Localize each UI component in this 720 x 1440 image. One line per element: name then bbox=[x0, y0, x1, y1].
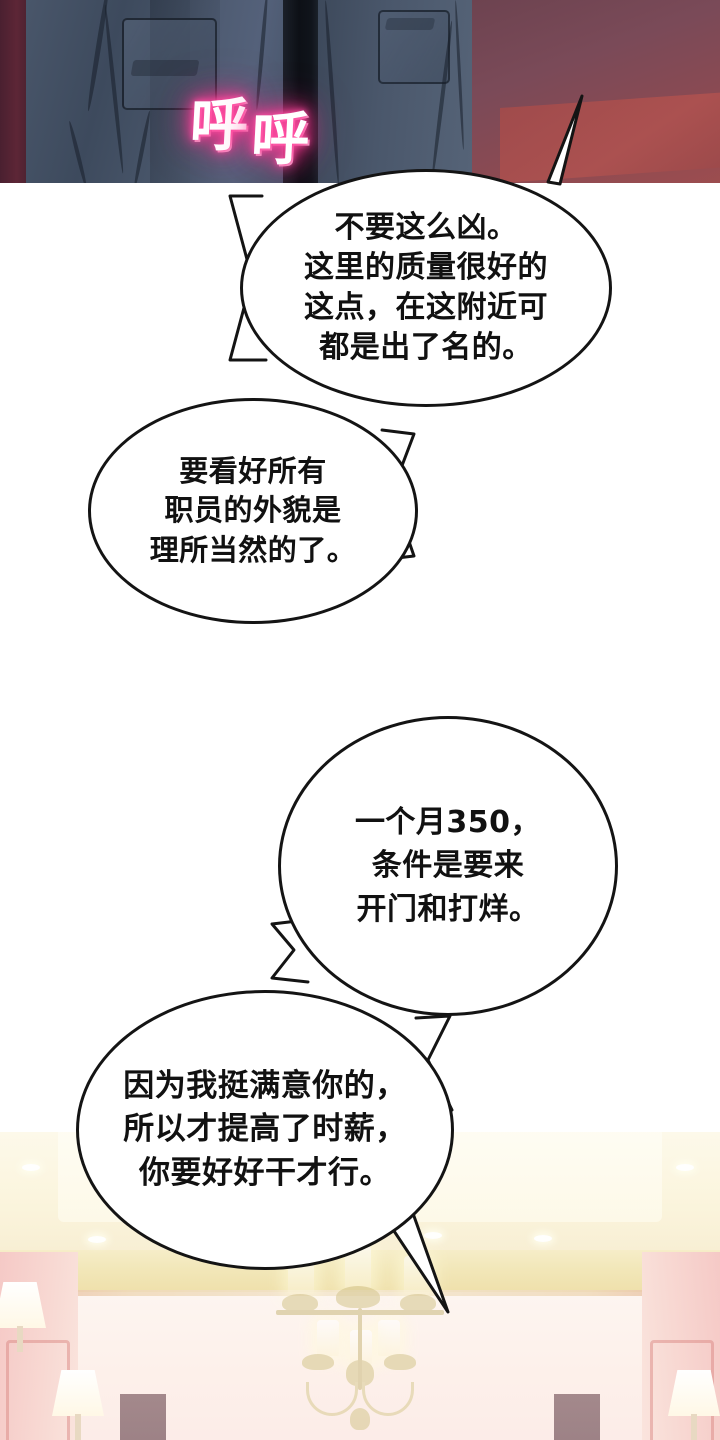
ceiling-downlight bbox=[534, 1235, 552, 1242]
speech-bubble-3-text: 一个月350， 条件是要来 开门和打烊。 bbox=[354, 805, 542, 927]
chandelier-ornament bbox=[282, 1294, 318, 1312]
jacket-pocket-right bbox=[378, 10, 450, 84]
ceiling-downlight bbox=[676, 1164, 694, 1171]
chandelier-ornament bbox=[384, 1354, 416, 1370]
speech-bubble-3[interactable]: 一个月350， 条件是要来 开门和打烊。 bbox=[278, 716, 618, 1016]
speech-bubble-1-text: 不要这么凶。 这里的质量很好的 这点，在这附近可 都是出了名的。 bbox=[304, 210, 548, 365]
speech-bubble-1[interactable]: 不要这么凶。 这里的质量很好的 这点，在这附近可 都是出了名的。 bbox=[240, 169, 612, 407]
wall-left-edge bbox=[0, 0, 28, 183]
chandelier-finial bbox=[350, 1408, 370, 1430]
jacket-pocket-left bbox=[122, 18, 217, 110]
lamp-stem bbox=[75, 1414, 81, 1440]
lamp-shade bbox=[52, 1370, 104, 1416]
dark-wall-panel-left bbox=[120, 1394, 166, 1440]
suit-opening-shadow bbox=[283, 0, 323, 183]
sound-effect-text: 呼呼 bbox=[188, 91, 315, 173]
chandelier-ornament bbox=[302, 1354, 334, 1370]
speech-bubble-4[interactable]: 因为我挺满意你的， 所以才提高了时薪， 你要好好干才行。 bbox=[76, 990, 454, 1270]
speech-bubble-2[interactable]: 要看好所有 职员的外貌是 理所当然的了。 bbox=[88, 398, 418, 624]
lamp-stem bbox=[691, 1414, 697, 1440]
sfx-char-2: 呼 bbox=[249, 105, 316, 173]
dark-wall-panel-right bbox=[554, 1394, 600, 1440]
chandelier-candle bbox=[317, 1320, 339, 1356]
ceiling-downlight bbox=[88, 1236, 106, 1243]
sfx-char-1: 呼 bbox=[188, 91, 254, 159]
chandelier-swoop bbox=[362, 1382, 414, 1416]
speech-bubble-2-text: 要看好所有 职员的外貌是 理所当然的了。 bbox=[149, 453, 357, 567]
lamp-stem bbox=[17, 1326, 23, 1352]
panel-top: 呼呼 bbox=[0, 0, 720, 183]
lamp-shade bbox=[668, 1370, 720, 1416]
chandelier-arm bbox=[358, 1308, 362, 1390]
chandelier-candle bbox=[378, 1320, 400, 1356]
chandelier-swoop bbox=[306, 1382, 358, 1416]
chandelier-candle bbox=[404, 1256, 430, 1294]
speech-bubble-4-text: 因为我挺满意你的， 所以才提高了时薪， 你要好好干才行。 bbox=[123, 1067, 407, 1191]
burgundy-wall-lower bbox=[500, 92, 720, 183]
ceiling-downlight bbox=[22, 1164, 40, 1171]
chandelier-ornament bbox=[336, 1286, 380, 1308]
